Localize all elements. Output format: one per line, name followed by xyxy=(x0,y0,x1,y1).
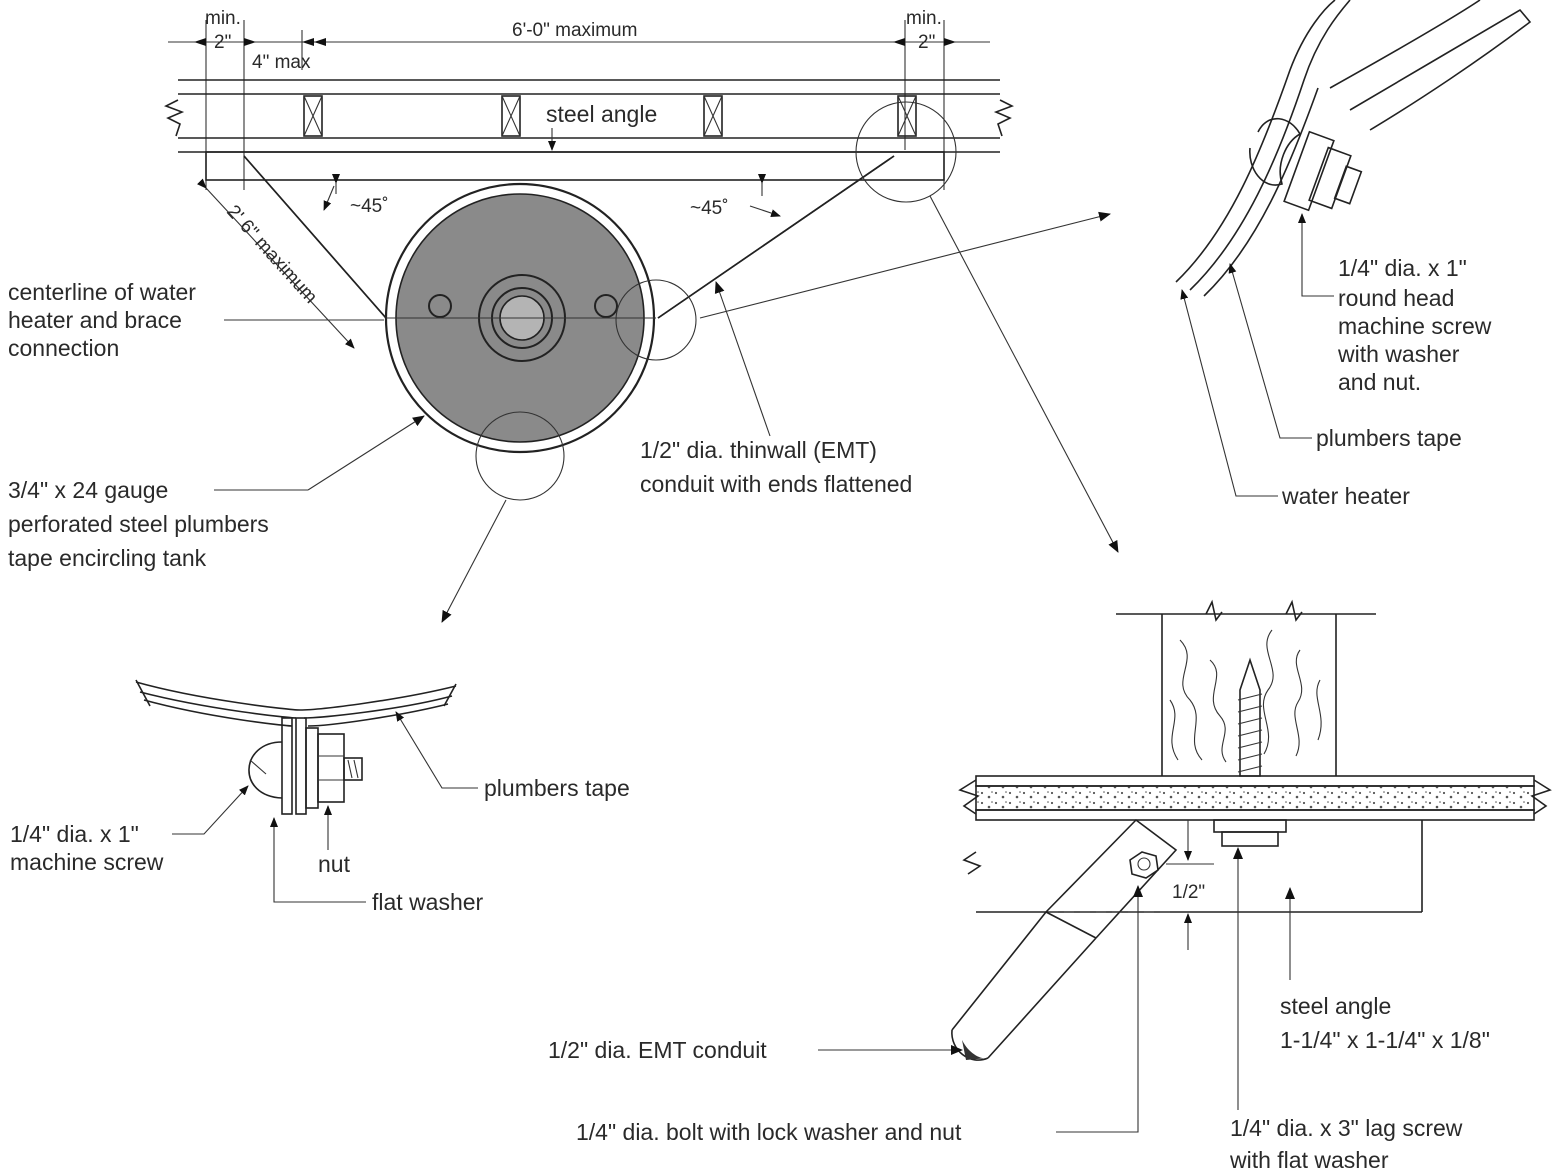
detail-b-nut-label: nut xyxy=(318,805,351,877)
svg-text:heater and brace: heater and brace xyxy=(8,307,182,333)
detail-b-tape-joint xyxy=(135,679,457,815)
svg-text:perforated steel plumbers: perforated steel plumbers xyxy=(8,511,269,537)
detail-c-angle-label: steel angle 1-1/4" x 1-1/4" x 1/8" xyxy=(1280,887,1490,1053)
span-label: 6'-0" maximum xyxy=(512,20,637,41)
svg-text:1/4" dia. x 1": 1/4" dia. x 1" xyxy=(10,821,139,847)
conduit-spec-label: 1/2" dia. thinwall (EMT) conduit with en… xyxy=(640,281,912,497)
min-right-value: 2" xyxy=(918,32,935,53)
svg-text:1/4" dia. x 1": 1/4" dia. x 1" xyxy=(1338,255,1467,281)
centerline-label: centerline of water heater and brace con… xyxy=(8,279,384,361)
svg-text:centerline of water: centerline of water xyxy=(8,279,196,305)
svg-text:plumbers tape: plumbers tape xyxy=(484,775,630,801)
detail-a-heater-label: water heater xyxy=(1180,289,1410,509)
max-offset-label: 4" max xyxy=(252,52,311,73)
svg-text:connection: connection xyxy=(8,335,119,361)
svg-text:1/2" dia. thinwall (EMT): 1/2" dia. thinwall (EMT) xyxy=(640,437,877,463)
angle-right-label: ~45˚ xyxy=(690,198,729,219)
svg-text:steel angle: steel angle xyxy=(1280,993,1391,1019)
svg-text:water heater: water heater xyxy=(1281,483,1410,509)
svg-text:round head: round head xyxy=(1338,285,1454,311)
svg-text:conduit with ends flattened: conduit with ends flattened xyxy=(640,471,912,497)
svg-text:plumbers tape: plumbers tape xyxy=(1316,425,1462,451)
steel-angle-top-label: steel angle xyxy=(546,101,657,127)
angle-left-label: ~45˚ xyxy=(350,196,389,217)
detail-callout-conduit xyxy=(615,279,697,361)
detail-c-lag-label: 1/4" dia. x 3" lag screw with flat washe… xyxy=(1229,847,1463,1173)
svg-text:with washer: with washer xyxy=(1337,341,1460,367)
detail-c-wall-connection xyxy=(951,599,1552,1061)
svg-text:1/4" dia. x 3" lag screw: 1/4" dia. x 3" lag screw xyxy=(1230,1115,1463,1141)
svg-text:and nut.: and nut. xyxy=(1338,369,1421,395)
detail-c-bolt-label: 1/4" dia. bolt with lock washer and nut xyxy=(576,885,1143,1145)
svg-text:nut: nut xyxy=(318,851,351,877)
top-dimension-line xyxy=(168,20,990,190)
detail-a-strap-connection xyxy=(1175,0,1532,297)
svg-text:3/4" x 24 gauge: 3/4" x 24 gauge xyxy=(8,477,168,503)
svg-text:machine screw: machine screw xyxy=(10,849,164,875)
svg-text:tape encircling tank: tape encircling tank xyxy=(8,545,207,571)
detail-b-washer-label: flat washer xyxy=(270,817,484,915)
brace-length-label: 2' 6" maximum xyxy=(222,201,321,308)
svg-text:1/4" dia. bolt with lock washe: 1/4" dia. bolt with lock washer and nut xyxy=(576,1119,962,1145)
svg-text:1/2" dia. EMT conduit: 1/2" dia. EMT conduit xyxy=(548,1037,767,1063)
detail-b-tape-label: plumbers tape xyxy=(395,711,630,801)
detail-callout-b xyxy=(475,411,565,501)
min-left-word: min. xyxy=(205,8,241,29)
water-heater-tank xyxy=(384,182,656,454)
steel-angle xyxy=(205,151,945,181)
min-left-value: 2" xyxy=(214,32,231,53)
detail-a-screw-label: 1/4" dia. x 1" round head machine screw … xyxy=(1298,213,1492,395)
detail-c-conduit-label: 1/2" dia. EMT conduit xyxy=(548,1037,963,1063)
svg-text:with flat washer: with flat washer xyxy=(1229,1147,1389,1173)
edge-distance-label: 1/2" xyxy=(1172,882,1205,903)
plumbers-tape-spec-label: 3/4" x 24 gauge perforated steel plumber… xyxy=(8,415,425,571)
svg-text:1-1/4" x 1-1/4" x 1/8": 1-1/4" x 1-1/4" x 1/8" xyxy=(1280,1027,1490,1053)
plan-view: min. 2" 4" max 6'-0" maximum min. 2" ste… xyxy=(164,8,1119,623)
svg-text:flat washer: flat washer xyxy=(372,889,484,915)
detail-callout-a xyxy=(855,101,957,203)
detail-a-tape-label: plumbers tape xyxy=(1228,263,1462,451)
svg-text:machine screw: machine screw xyxy=(1338,313,1492,339)
min-right-word: min. xyxy=(906,8,942,29)
detail-b-screw-label: 1/4" dia. x 1" machine screw xyxy=(10,785,249,875)
